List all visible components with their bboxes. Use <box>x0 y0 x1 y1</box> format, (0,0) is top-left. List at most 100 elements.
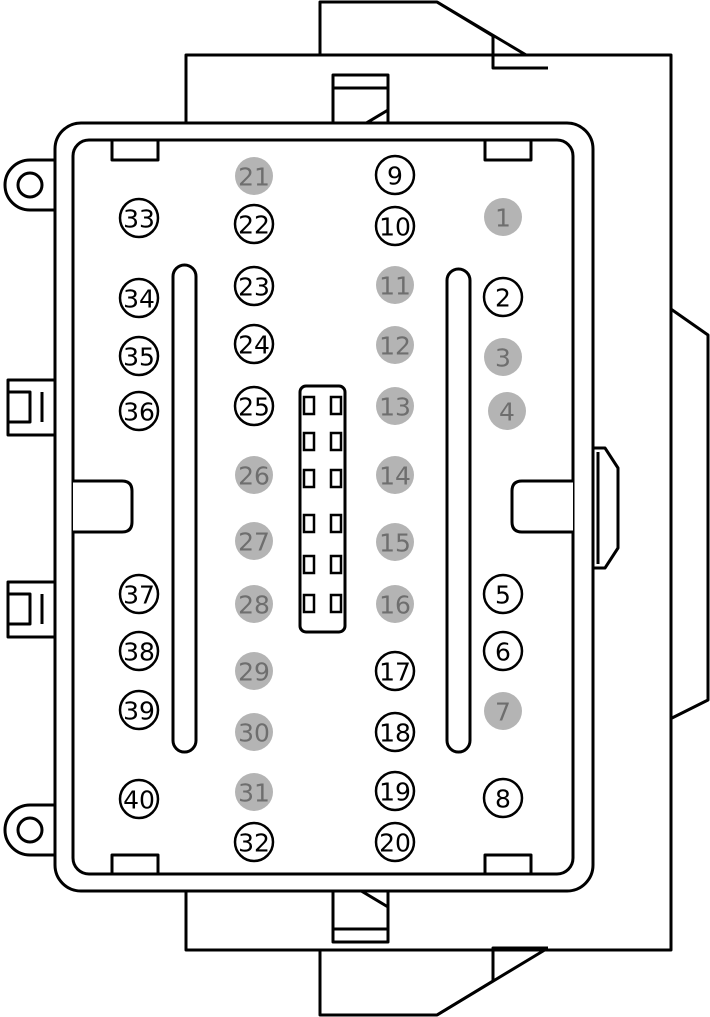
pin-cavity-circle <box>376 266 414 304</box>
pin-cavity-circle <box>374 770 416 812</box>
pin-38: 38 <box>118 630 160 672</box>
pin-3: 3 <box>484 338 522 376</box>
pin-21: 21 <box>235 157 273 195</box>
pin-cavities: 1234567891011121314151617181920212223242… <box>118 154 526 863</box>
pin-5: 5 <box>482 573 524 615</box>
pin-number-label: 22 <box>238 211 270 240</box>
pin-cavity-circle <box>118 335 160 377</box>
pin-cavity-circle <box>482 630 524 672</box>
pin-cavity-circle <box>233 203 275 245</box>
pin-number-label: 36 <box>123 398 155 427</box>
pin-34: 34 <box>118 277 160 319</box>
pin-25: 25 <box>233 385 275 427</box>
pin-number-label: 28 <box>238 591 270 620</box>
pin-cavity-circle <box>118 390 160 432</box>
right-side-notch <box>510 479 573 534</box>
pin-37: 37 <box>118 573 160 615</box>
pin-cavity-circle <box>488 392 526 430</box>
pin-number-label: 19 <box>379 778 411 807</box>
left-mounting-ear-top <box>3 158 57 212</box>
pin-number-label: 14 <box>379 462 411 491</box>
pin-4: 4 <box>488 392 526 430</box>
pin-cavity-circle <box>118 197 160 239</box>
left-guide-slot <box>171 263 198 754</box>
pin-2: 2 <box>482 276 524 318</box>
pin-number-label: 11 <box>379 272 411 301</box>
pin-cavity-circle <box>484 338 522 376</box>
pin-number-label: 26 <box>238 462 270 491</box>
pin-36: 36 <box>118 390 160 432</box>
pin-11: 11 <box>376 266 414 304</box>
pin-cavity-circle <box>482 777 524 819</box>
pin-number-label: 34 <box>123 285 155 314</box>
pin-9: 9 <box>374 154 416 196</box>
pin-number-label: 40 <box>123 786 155 815</box>
pin-33: 33 <box>118 197 160 239</box>
pin-cavity-circle <box>374 205 416 247</box>
pin-number-label: 16 <box>379 591 411 620</box>
pin-cavity-circle <box>376 585 414 623</box>
pin-29: 29 <box>235 652 273 690</box>
pin-number-label: 17 <box>379 658 411 687</box>
pin-26: 26 <box>235 456 273 494</box>
pin-number-label: 3 <box>495 344 511 373</box>
pin-cavity-circle <box>484 198 522 236</box>
pin-cavity-circle <box>235 773 273 811</box>
pin-22: 22 <box>233 203 275 245</box>
pin-18: 18 <box>374 711 416 753</box>
pin-cavity-circle <box>374 650 416 692</box>
pin-cavity-circle <box>376 456 414 494</box>
pin-cavity-circle <box>118 573 160 615</box>
pin-cavity-circle <box>235 585 273 623</box>
pin-20: 20 <box>374 821 416 863</box>
pin-number-label: 35 <box>123 343 155 372</box>
pin-15: 15 <box>376 523 414 561</box>
pin-cavity-circle <box>233 323 275 365</box>
pin-cavity-circle <box>482 276 524 318</box>
pin-12: 12 <box>376 326 414 364</box>
pin-cavity-circle <box>484 692 522 730</box>
pin-number-label: 29 <box>238 658 270 687</box>
pin-28: 28 <box>235 585 273 623</box>
pin-number-label: 6 <box>495 638 511 667</box>
pin-10: 10 <box>374 205 416 247</box>
pin-cavity-circle <box>118 277 160 319</box>
pin-number-label: 31 <box>238 779 270 808</box>
pin-number-label: 24 <box>238 331 270 360</box>
pin-cavity-circle <box>118 630 160 672</box>
pin-number-label: 12 <box>379 332 411 361</box>
pin-cavity-circle <box>118 689 160 731</box>
pin-number-label: 2 <box>495 284 511 313</box>
pin-number-label: 27 <box>238 528 270 557</box>
pin-number-label: 1 <box>495 204 511 233</box>
pin-23: 23 <box>233 265 275 307</box>
pin-24: 24 <box>233 323 275 365</box>
pin-number-label: 9 <box>387 162 403 191</box>
right-guide-slot <box>445 267 472 754</box>
terminal-lock-block <box>298 384 347 634</box>
pin-number-label: 15 <box>379 529 411 558</box>
pin-17: 17 <box>374 650 416 692</box>
pin-16: 16 <box>376 585 414 623</box>
pin-number-label: 8 <box>495 785 511 814</box>
pin-40: 40 <box>118 778 160 820</box>
pin-number-label: 23 <box>238 273 270 302</box>
pin-cavity-circle <box>376 387 414 425</box>
pin-cavity-circle <box>376 523 414 561</box>
pin-cavity-circle <box>376 326 414 364</box>
pin-cavity-circle <box>374 154 416 196</box>
pin-cavity-circle <box>235 157 273 195</box>
pin-13: 13 <box>376 387 414 425</box>
pin-number-label: 39 <box>123 697 155 726</box>
pin-cavity-circle <box>118 778 160 820</box>
pin-1: 1 <box>484 198 522 236</box>
pin-cavity-circle <box>235 713 273 751</box>
pin-30: 30 <box>235 713 273 751</box>
pin-27: 27 <box>235 522 273 560</box>
pin-cavity-circle <box>235 522 273 560</box>
pin-number-label: 18 <box>379 719 411 748</box>
pin-number-label: 7 <box>495 698 511 727</box>
left-side-notch <box>73 479 134 534</box>
face-corner-keys <box>110 140 533 874</box>
